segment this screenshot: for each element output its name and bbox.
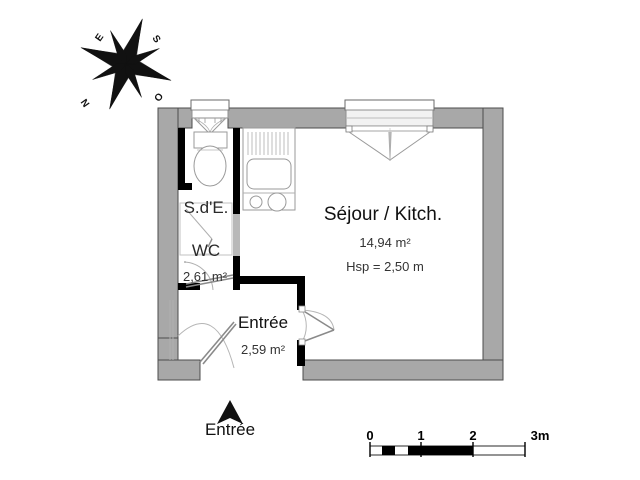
- scale-bar-graphic: [369, 442, 526, 457]
- scale-tick-1: 1: [417, 428, 425, 443]
- living-room-window: [345, 109, 434, 161]
- bathroom-window: [191, 109, 229, 135]
- scale-tick-2: 2: [469, 428, 477, 443]
- compass-letter-north: N: [79, 96, 92, 108]
- room-label-sejour-area: 14,94 m²: [359, 235, 411, 250]
- entry-arrow-icon: [217, 400, 243, 424]
- compass-rose: [80, 18, 172, 110]
- shower-tray: [179, 202, 233, 256]
- entry-arrow-label: Entrée: [204, 420, 256, 439]
- entrance-interior-door: [298, 305, 335, 346]
- room-label-sejour-name: Séjour / Kitch.: [323, 204, 443, 225]
- kitchen-unit: [242, 127, 296, 212]
- exterior-walls: [157, 107, 504, 381]
- main-entry-door: [169, 300, 237, 369]
- room-label-entree-name: Entrée: [237, 313, 289, 332]
- compass-letter-west: O: [151, 90, 165, 103]
- room-label-sejour-hsp: Hsp = 2,50 m: [346, 259, 424, 274]
- room-label-sdb-name: S.d'E.: [183, 198, 229, 217]
- partition-light: [233, 214, 240, 256]
- compass-letter-east: E: [93, 32, 106, 44]
- scale-tick-3: 3m: [530, 428, 550, 443]
- toilet-fixture: [193, 131, 228, 187]
- wc-door: [183, 261, 234, 291]
- room-label-sdb-area: 2,61 m²: [182, 269, 228, 284]
- scale-tick-0: 0: [366, 428, 374, 443]
- compass-letter-south: S: [150, 33, 163, 45]
- room-label-wc-name: WC: [191, 241, 221, 260]
- room-label-entree-area: 2,59 m²: [240, 342, 286, 357]
